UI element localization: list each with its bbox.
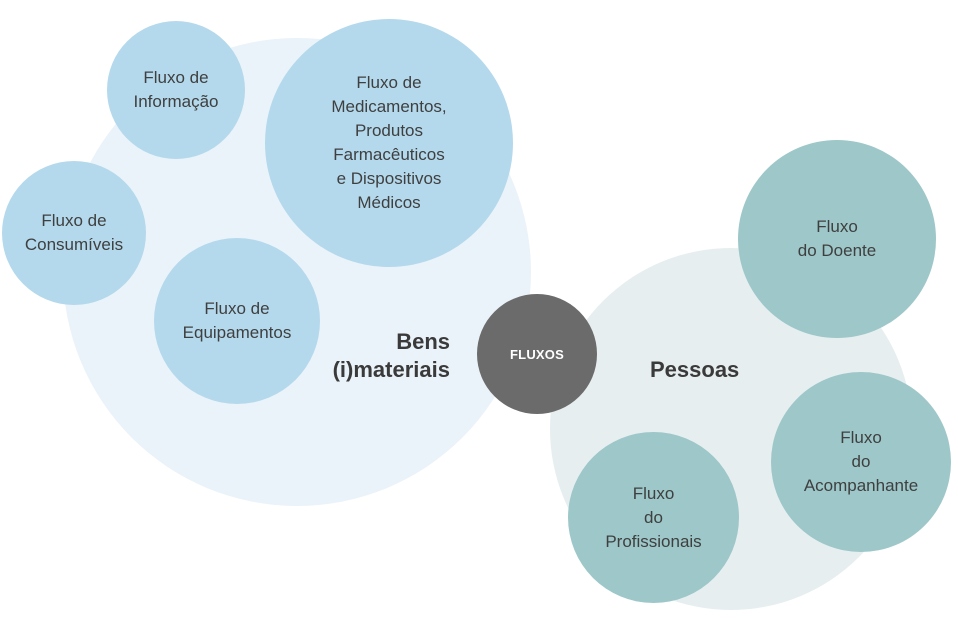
flow-consumables-node: Fluxo de Consumíveis — [2, 161, 146, 305]
flow-consumables-label: Fluxo de Consumíveis — [24, 211, 124, 254]
flows-center-label: FLUXOS — [510, 346, 564, 362]
flow-companion-node: Fluxo do Acompanhante — [771, 372, 951, 552]
flow-patient-label: Fluxo do Doente — [797, 217, 877, 260]
flow-equipment-node: Fluxo de Equipamentos — [154, 238, 320, 404]
goods-group-label: Bens (i)materiais — [332, 329, 450, 382]
flow-professionals-label: Fluxo do Profissionais — [605, 483, 702, 551]
flows-center-node: FLUXOS — [477, 294, 597, 414]
flow-professionals-node: Fluxo do Profissionais — [568, 432, 739, 603]
flow-companion-label: Fluxo do Acompanhante — [803, 428, 919, 495]
flow-information-node: Fluxo de Informação — [107, 21, 245, 159]
flow-patient-node: Fluxo do Doente — [738, 140, 936, 338]
people-group-label: Pessoas — [650, 357, 740, 382]
flow-medicines-label: Fluxo de Medicamentos, Produtos Farmacêu… — [331, 73, 447, 212]
flow-medicines-node: Fluxo de Medicamentos, Produtos Farmacêu… — [265, 19, 513, 267]
flow-equipment-label: Fluxo de Equipamentos — [182, 299, 292, 342]
flow-information-label: Fluxo de Informação — [133, 68, 219, 111]
